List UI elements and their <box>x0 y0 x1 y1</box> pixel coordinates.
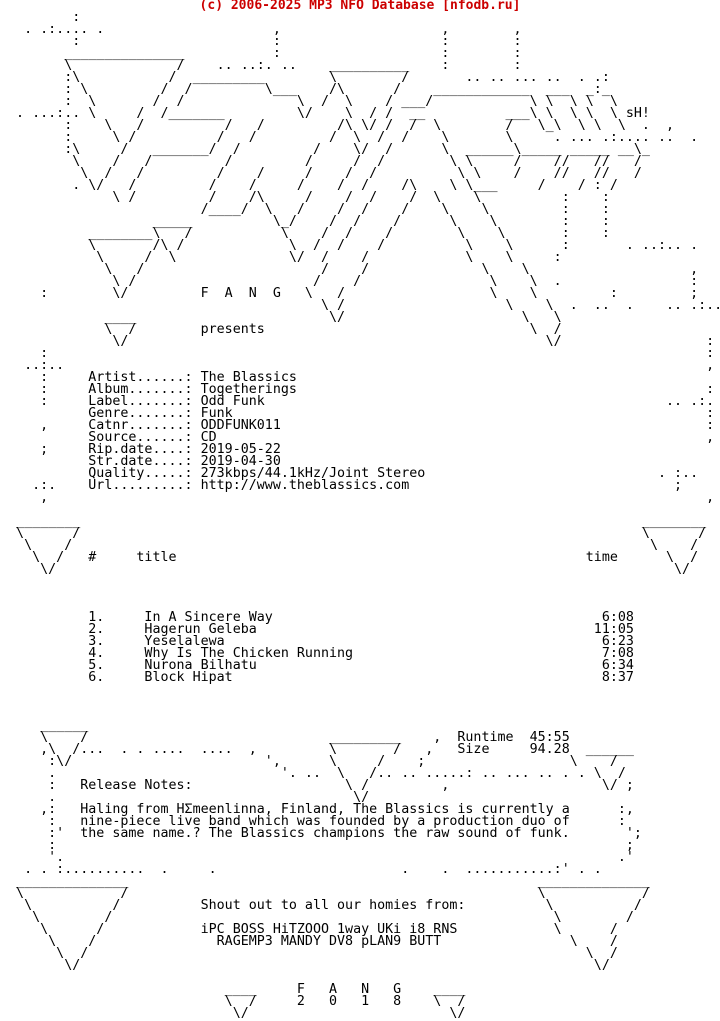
nfo-line: : \ / / / / \ / / \ \ . ... .:.... .. . <box>0 130 699 145</box>
nfo-line: \ / \ / <box>0 946 618 961</box>
nfo-line: . .:.... . , , , <box>0 22 522 37</box>
nfo-line: ____ \/ \ \ <box>0 310 562 325</box>
nfo-line: \ / / / \ \ , <box>0 262 699 277</box>
nfo-line: : Album.......: Togetherings : <box>0 382 715 397</box>
nfo-line: \ / # title time \ / <box>0 550 699 565</box>
nfo-line: \/ \/ <box>0 958 610 973</box>
nfo-page: (c) 2006-2025 MP3 NFO Database [nfodb.ru… <box>16 0 720 1021</box>
nfo-line: 2. Hagerun Geleba 11:05 <box>0 622 634 637</box>
nfo-line: \ / Shout out to all our homies from: \ … <box>0 898 642 913</box>
nfo-line: : : : : <box>0 34 522 49</box>
nfo-line: \ / / /\ / / / / \ \ : : <box>0 190 610 205</box>
nfo-line: \ / RAGEMP3 MANDY DV8 pLAN9 BUTT \ / <box>0 934 618 949</box>
nfo-line: . \/ <box>0 790 370 805</box>
nfo-line: . ...:.. \ / /_______ \/ \ / / __ ___\ \… <box>0 106 650 121</box>
nfo-line: ,: Haling from HΣmeenlinna, Finland, The… <box>0 802 634 817</box>
nfo-line: Source......: CD , <box>0 430 715 445</box>
nfo-line: :\/ ', \ / ; \ / <box>0 754 618 769</box>
nfo-line: . . :.......... . . . . ...........:' . … <box>0 862 602 877</box>
nfo-line: \ / / / / / / \ \ / // // / <box>0 154 642 169</box>
nfo-line: ________ ________ <box>0 514 707 529</box>
nfo-line: \/ \/ : <box>0 334 715 349</box>
nfo-line: '. .' <box>0 850 634 865</box>
nfo-line: : Release Notes: \ / , \/ ; <box>0 778 634 793</box>
nfo-line: ,\ /... . . .... .... , \ / , Size 94.28… <box>0 742 634 757</box>
nfo-line: /____/ \ / / / / \ \ : : <box>0 202 610 217</box>
nfo-line: : Label.......: Odd Funk .. .:. . <box>0 394 720 409</box>
nfo-text: : . .:.... . , , , : : : : _____________… <box>0 10 720 1021</box>
nfo-line: :' the same name.? The Blassics champion… <box>0 826 642 841</box>
nfo-line: 1. In A Sincere Way 6:08 <box>0 610 634 625</box>
nfo-line: . \/ / / / / / / /\ \ \___ / / : / <box>0 178 618 193</box>
nfo-line: \ / \ / <box>0 886 650 901</box>
nfo-line: \ / \ \ . .. . .. .:.. . <box>0 298 720 313</box>
nfo-line: Str.date....: 2019-04-30 <box>0 454 281 469</box>
nfo-line: \ / _________ , Runtime 45:55 <box>0 730 570 745</box>
nfo-line: : nine-piece live band which was founded… <box>0 814 626 829</box>
nfo-line: 4. Why Is The Chicken Running 7:08 <box>0 646 634 661</box>
site-header: (c) 2006-2025 MP3 NFO Database [nfodb.ru… <box>199 0 521 13</box>
nfo-line: Genre.......: Funk : <box>0 406 715 421</box>
nfo-line: : \ / / \ / \ / ___/ \ \ \ \ \ <box>0 94 618 109</box>
nfo-line: : \ / / \___ /\ / ____________ ___ _:_ <box>0 82 610 97</box>
nfo-line: 3. Yeselalewa 6:23 <box>0 634 634 649</box>
nfo-line: : : <box>0 346 715 361</box>
nfo-line: 5. Nurona Bilhatu 6:34 <box>0 658 634 673</box>
nfo-line: ..:.. , <box>0 358 715 373</box>
nfo-line: \ / \ / <box>0 910 634 925</box>
nfo-line: : \ / / / /\ \/ / / \ / \_\ \ \ \ . , <box>0 118 675 133</box>
nfo-line: :\ / _______/ / / \/ / \ ______\_____ __… <box>0 142 650 157</box>
nfo-line: \ / \ \/ / / \ \ : <box>0 250 562 265</box>
nfo-line: \ / .. ..:. .. __________ : : <box>0 58 522 73</box>
nfo-line: ; Rip.date....: 2019-05-22 <box>0 442 281 457</box>
nfo-line: ________\ / \ / / / \ \ : : <box>0 226 610 241</box>
nfo-line: . '. .. \ /.. .. .....: .. ... .. . . \ … <box>0 766 626 781</box>
nfo-line: , , <box>0 490 715 505</box>
nfo-line: ______ <box>0 718 89 733</box>
nfo-line: _____ \_/ / / / \ \ : : <box>0 214 610 229</box>
nfo-line: ______________ ______________ <box>0 874 650 889</box>
nfo-line: \ / iPC BOSS HiTZOOO 1way UKi i8 RNS \ / <box>0 922 618 937</box>
nfo-line: , Catnr.......: ODDFUNK011 : <box>0 418 715 433</box>
nfo-line: \/ \/ <box>0 1006 466 1021</box>
nfo-line: : Artist......: The Blassics <box>0 370 297 385</box>
nfo-line: \ / / / \ \ . : <box>0 274 699 289</box>
nfo-line: :\ / _________ \ / .. .. ... .. . .: <box>0 70 610 85</box>
nfo-line: : \/ F A N G \ / \ \ : ; <box>0 286 699 301</box>
nfo-line: \ / \ / <box>0 526 707 541</box>
nfo-line: \ / / / / / / / \ \ / // // / <box>0 166 642 181</box>
nfo-line: \/ \/ <box>0 562 691 577</box>
nfo-line: Quality.....: 273kbps/44.1kHz/Joint Ster… <box>0 466 699 481</box>
nfo-line: .:. Url.........: http://www.theblassics… <box>0 478 683 493</box>
nfo-line: \ / \ / <box>0 538 699 553</box>
nfo-line: \ /\ / \ / / / \ \ : . ..:.. . <box>0 238 699 253</box>
nfo-line: \ / presents \ / <box>0 322 562 337</box>
nfo-line: : ; <box>0 838 634 853</box>
nfo-line: 6. Block Hipat 8:37 <box>0 670 634 685</box>
nfo-line: _______________ : : : <box>0 46 522 61</box>
nfo-line: : <box>0 10 81 25</box>
